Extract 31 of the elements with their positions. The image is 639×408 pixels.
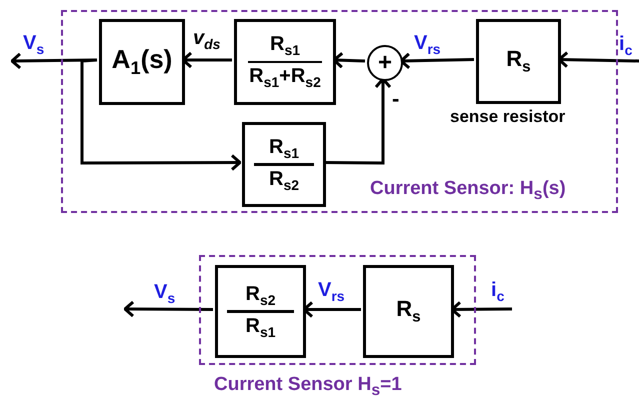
block-label: R$_{s}$ bbox=[506, 47, 531, 76]
minus-sign: - bbox=[392, 86, 400, 112]
signal-arrow bbox=[80, 58, 242, 172]
signal-label: i$_{c}$ bbox=[490, 280, 506, 304]
transfer-function-box bbox=[242, 122, 326, 207]
summing-junction bbox=[367, 45, 403, 81]
denominator: R$_{s2}$ bbox=[268, 168, 300, 192]
signal-label: V$_{rs}$ bbox=[413, 33, 442, 57]
signal-label: V$_{s}$ bbox=[153, 282, 176, 306]
block-caption: sense resistor bbox=[450, 107, 566, 127]
signal-arrow bbox=[124, 300, 214, 318]
signal-arrow bbox=[400, 52, 474, 70]
block-label: R$_{s}$ bbox=[396, 297, 421, 326]
denominator: R$_{s1}$+R$_{s2}$ bbox=[249, 66, 321, 90]
transfer-function-box bbox=[215, 265, 306, 358]
dashed-boundary bbox=[61, 10, 618, 213]
denominator: R$_{s1}$ bbox=[245, 316, 276, 340]
signal-label: V$_{s}$ bbox=[22, 33, 46, 57]
block-box bbox=[99, 19, 185, 105]
sensor-caption: Current Sensor: H$_{s}$(s) bbox=[370, 178, 566, 204]
numerator: R$_{s1}$ bbox=[268, 136, 300, 160]
numerator: R$_{s1}$ bbox=[270, 34, 300, 58]
plus-sign: + bbox=[378, 50, 392, 76]
transfer-function-box bbox=[234, 19, 336, 105]
block-label: A$_{1}$(s) bbox=[112, 46, 172, 78]
sensor-caption: Current Sensor H$_{s}$=1 bbox=[214, 374, 402, 400]
signal-label: V$_{rs}$ bbox=[317, 280, 346, 304]
block-box bbox=[363, 265, 454, 358]
block-box bbox=[476, 19, 561, 104]
signal-label: i$_{c}$ bbox=[618, 34, 634, 58]
numerator: R$_{s2}$ bbox=[245, 284, 276, 308]
